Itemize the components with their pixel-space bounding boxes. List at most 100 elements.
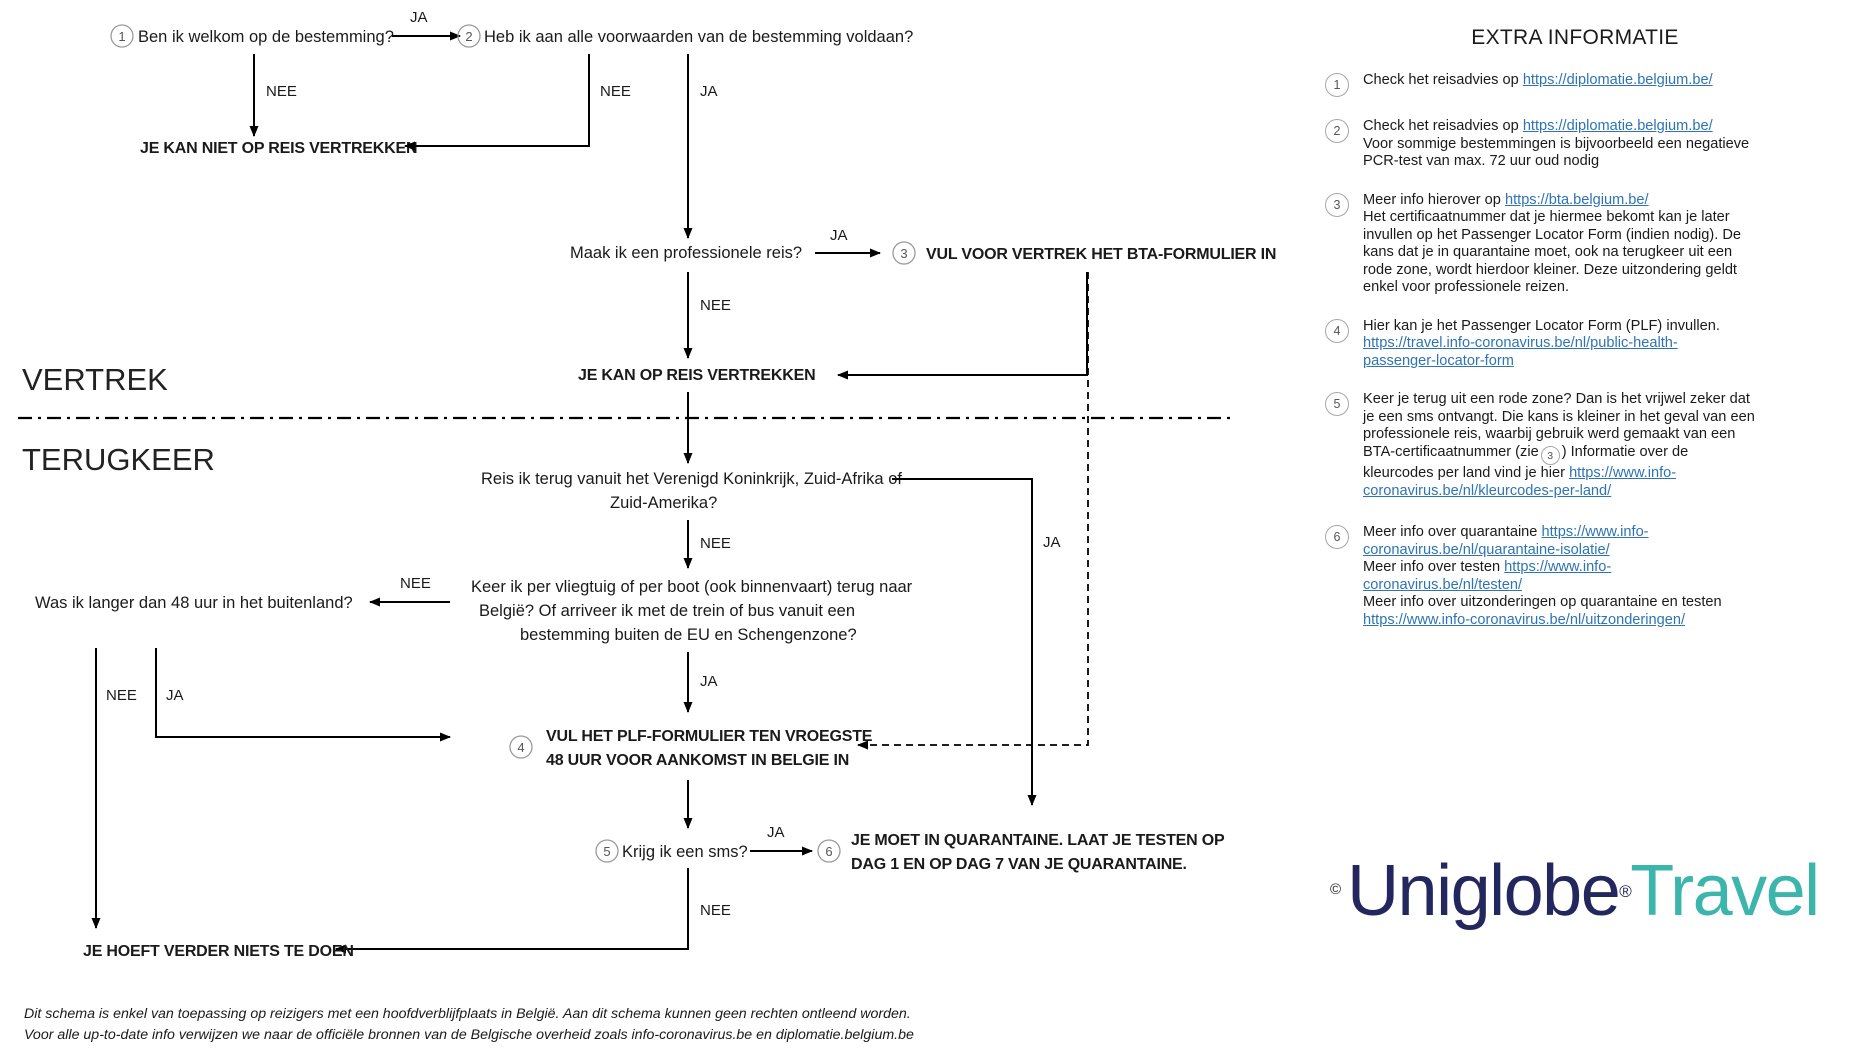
info-6-link-4[interactable]: coronavirus.be/nl/testen/ (1363, 576, 1522, 593)
node-q4-line2: Zuid-Amerika? (610, 494, 717, 512)
info-1-link[interactable]: https://diplomatie.belgium.be/ (1522, 72, 1713, 88)
badge-5-label: 5 (603, 844, 610, 859)
node-quarantine-line2: DAG 1 EN OP DAG 7 VAN JE QUARANTAINE. (851, 856, 1187, 873)
badge-4-label: 4 (517, 740, 524, 755)
info-item-6: 6 Meer info over quarantaine https://www… (1325, 524, 1825, 629)
info-item-2-body: Check het reisadvies op https://diplomat… (1363, 118, 1749, 171)
edge-q7-nee (335, 868, 689, 954)
info-5-text-after: ) Informatie over de (1561, 443, 1689, 460)
edge-label-q4-nee: NEE (700, 535, 731, 552)
info-3-line-6: enkel voor professionele reizen. (1363, 279, 1570, 295)
edge-bta-dashed-to-plf (857, 272, 1089, 750)
info-5-line-1: Keer je terug uit een rode zone? Dan is … (1363, 391, 1750, 407)
edge-label-q7-ja: JA (767, 824, 785, 841)
info-4-link-1[interactable]: https://travel.info-coronavirus.be/nl/pu… (1363, 335, 1678, 351)
info-5-line-5: kleurcodes per land vind je hier https:/… (1363, 465, 1755, 483)
badge-1-label: 1 (118, 29, 125, 44)
section-label-vertrek: VERTREK (22, 362, 168, 397)
node-can-travel: JE KAN OP REIS VERTREKKEN (578, 367, 815, 384)
node-q5-line1: Keer ik per vliegtuig of per boot (ook b… (471, 578, 913, 596)
badge-4-circle (509, 735, 533, 759)
info-5-line-2: je een sms ontvangt. Die kans is kleiner… (1363, 408, 1755, 425)
copyright-symbol: © (1330, 881, 1342, 898)
info-6-link-3[interactable]: https://www.info- (1504, 559, 1612, 576)
info-6-line-5: Meer info over uitzonderingen op quarant… (1363, 594, 1722, 611)
info-4-line-1: Hier kan je het Passenger Locator Form (… (1363, 317, 1720, 334)
info-6-link-5[interactable]: https://www.info-coronavirus.be/nl/uitzo… (1363, 611, 1686, 628)
info-item-5-body: Keer je terug uit een rode zone? Dan is … (1363, 391, 1755, 500)
badge-1: 1 (1325, 73, 1349, 97)
info-3-line-4: kans dat je in quarantaine moet, ook na … (1363, 244, 1733, 260)
node-quarantine-line1: JE MOET IN QUARANTAINE. LAAT JE TESTEN O… (851, 832, 1225, 849)
info-6-link-1[interactable]: https://www.info- (1541, 524, 1649, 541)
edge-label-q6-ja: JA (166, 687, 184, 704)
info-item-5: 5 Keer je terug uit een rode zone? Dan i… (1325, 391, 1825, 500)
info-2-line-3: PCR-test van max. 72 uur oud nodig (1363, 153, 1600, 169)
edge-label-q2-nee: NEE (600, 83, 631, 100)
extra-information-panel: EXTRA INFORMATIE 1 Check het reisadvies … (1325, 26, 1825, 650)
edge-label-q5-ja: JA (700, 673, 718, 690)
badge-5-circle (595, 839, 619, 863)
info-3-line-3: invullen op het Passenger Locator Form (… (1363, 226, 1742, 243)
info-6-link-2[interactable]: coronavirus.be/nl/quarantaine-isolatie/ (1363, 541, 1610, 558)
node-q4-line1: Reis ik terug vanuit het Verenigd Konink… (481, 470, 902, 488)
info-3-link[interactable]: https://bta.belgium.be/ (1504, 191, 1649, 208)
edge-label-q3-nee: NEE (700, 297, 731, 314)
uniglobe-travel-logo: © Uniglobe®Travel (1330, 851, 1820, 931)
info-4-link-2[interactable]: passenger-locator-form (1363, 352, 1514, 369)
footer-line-2: Voor alle up-to-date info verwijzen we n… (24, 1026, 914, 1043)
logo-word-uniglobe: Uniglobe (1347, 851, 1621, 931)
edge-label-q1-nee: NEE (266, 83, 297, 100)
node-q6: Was ik langer dan 48 uur in het buitenla… (35, 594, 353, 612)
edge-bta-to-can-travel (837, 272, 1088, 380)
edge-label-q3-ja: JA (830, 227, 848, 244)
info-item-1-body: Check het reisadvies op https://diplomat… (1363, 72, 1713, 90)
info-item-6-body: Meer info over quarantaine https://www.i… (1363, 524, 1722, 629)
footer-line-1: Dit schema is enkel van toepassing op re… (24, 1006, 911, 1022)
badge-6-circle (817, 839, 841, 863)
edge-label-q4-ja: JA (1043, 534, 1061, 551)
info-5-line-3: professionele reis, waarbij gebruik werd… (1363, 426, 1736, 442)
info-3-line-1: Meer info hierover op https://bta.belgiu… (1363, 192, 1741, 210)
info-6-line-1: Meer info over quarantaine https://www.i… (1363, 524, 1722, 542)
edge-label-q1-ja: JA (410, 9, 428, 26)
info-3-line-2: Het certificaatnummer dat je hiermee bek… (1363, 209, 1730, 225)
info-item-3: 3 Meer info hierover op https://bta.belg… (1325, 192, 1825, 297)
info-2-line-1: Check het reisadvies op https://diplomat… (1363, 118, 1749, 136)
info-6-text-1: Meer info over quarantaine (1363, 524, 1542, 541)
node-end-no-travel: JE KAN NIET OP REIS VERTREKKEN (140, 140, 417, 157)
badge-3: 3 (1325, 192, 1349, 217)
info-6-line-3: Meer info over testen https://www.info- (1363, 559, 1722, 577)
badge-5: 5 (1325, 392, 1349, 416)
badge-3-circle (892, 241, 916, 265)
edge-label-q6-nee: NEE (106, 687, 137, 704)
logo-word-travel: Travel (1630, 851, 1820, 931)
info-2-link[interactable]: https://diplomatie.belgium.be/ (1522, 118, 1713, 134)
node-bta: VUL VOOR VERTREK HET BTA-FORMULIER IN (926, 246, 1276, 263)
info-3-line-5: rode zone, wordt hierdoor kleiner. Deze … (1363, 261, 1737, 278)
node-q7: Krijg ik een sms? (622, 843, 748, 861)
info-item-1: 1 Check het reisadvies op https://diplom… (1325, 72, 1825, 97)
inline-badge-3: 3 (1540, 446, 1560, 466)
info-5-text-2: kleurcodes per land vind je hier (1363, 465, 1570, 482)
section-label-terugkeer: TERUGKEER (22, 442, 215, 477)
badge-1-circle (110, 24, 134, 48)
badge-2-label: 2 (465, 29, 472, 44)
page-title: EXTRA INFORMATIE (1471, 26, 1679, 49)
info-item-2: 2 Check het reisadvies op https://diplom… (1325, 118, 1825, 171)
logo-registered-mark: ® (1619, 881, 1632, 901)
node-q2: Heb ik aan alle voorwaarden van de beste… (484, 28, 913, 46)
badge-6-label: 6 (825, 844, 832, 859)
info-5-link-1[interactable]: https://www.info- (1569, 465, 1677, 482)
info-2-text: Check het reisadvies op (1363, 118, 1523, 134)
edge-label-q7-nee: NEE (700, 902, 731, 919)
info-2-line-2: Voor sommige bestemmingen is bijvoorbeel… (1363, 135, 1750, 152)
edge-q2-nee (404, 54, 590, 151)
footer-disclaimer: Dit schema is enkel van toepassing op re… (24, 1004, 1174, 1045)
node-plf-line1: VUL HET PLF-FORMULIER TEN VROEGSTE (546, 728, 873, 745)
node-plf-line2: 48 UUR VOOR AANKOMST IN BELGIE IN (546, 752, 849, 769)
badge-4: 4 (1325, 318, 1349, 343)
info-5-link-2[interactable]: coronavirus.be/nl/kleurcodes-per-land/ (1363, 482, 1612, 499)
info-5-text-before: BTA-certificaatnummer (zie (1363, 443, 1539, 460)
